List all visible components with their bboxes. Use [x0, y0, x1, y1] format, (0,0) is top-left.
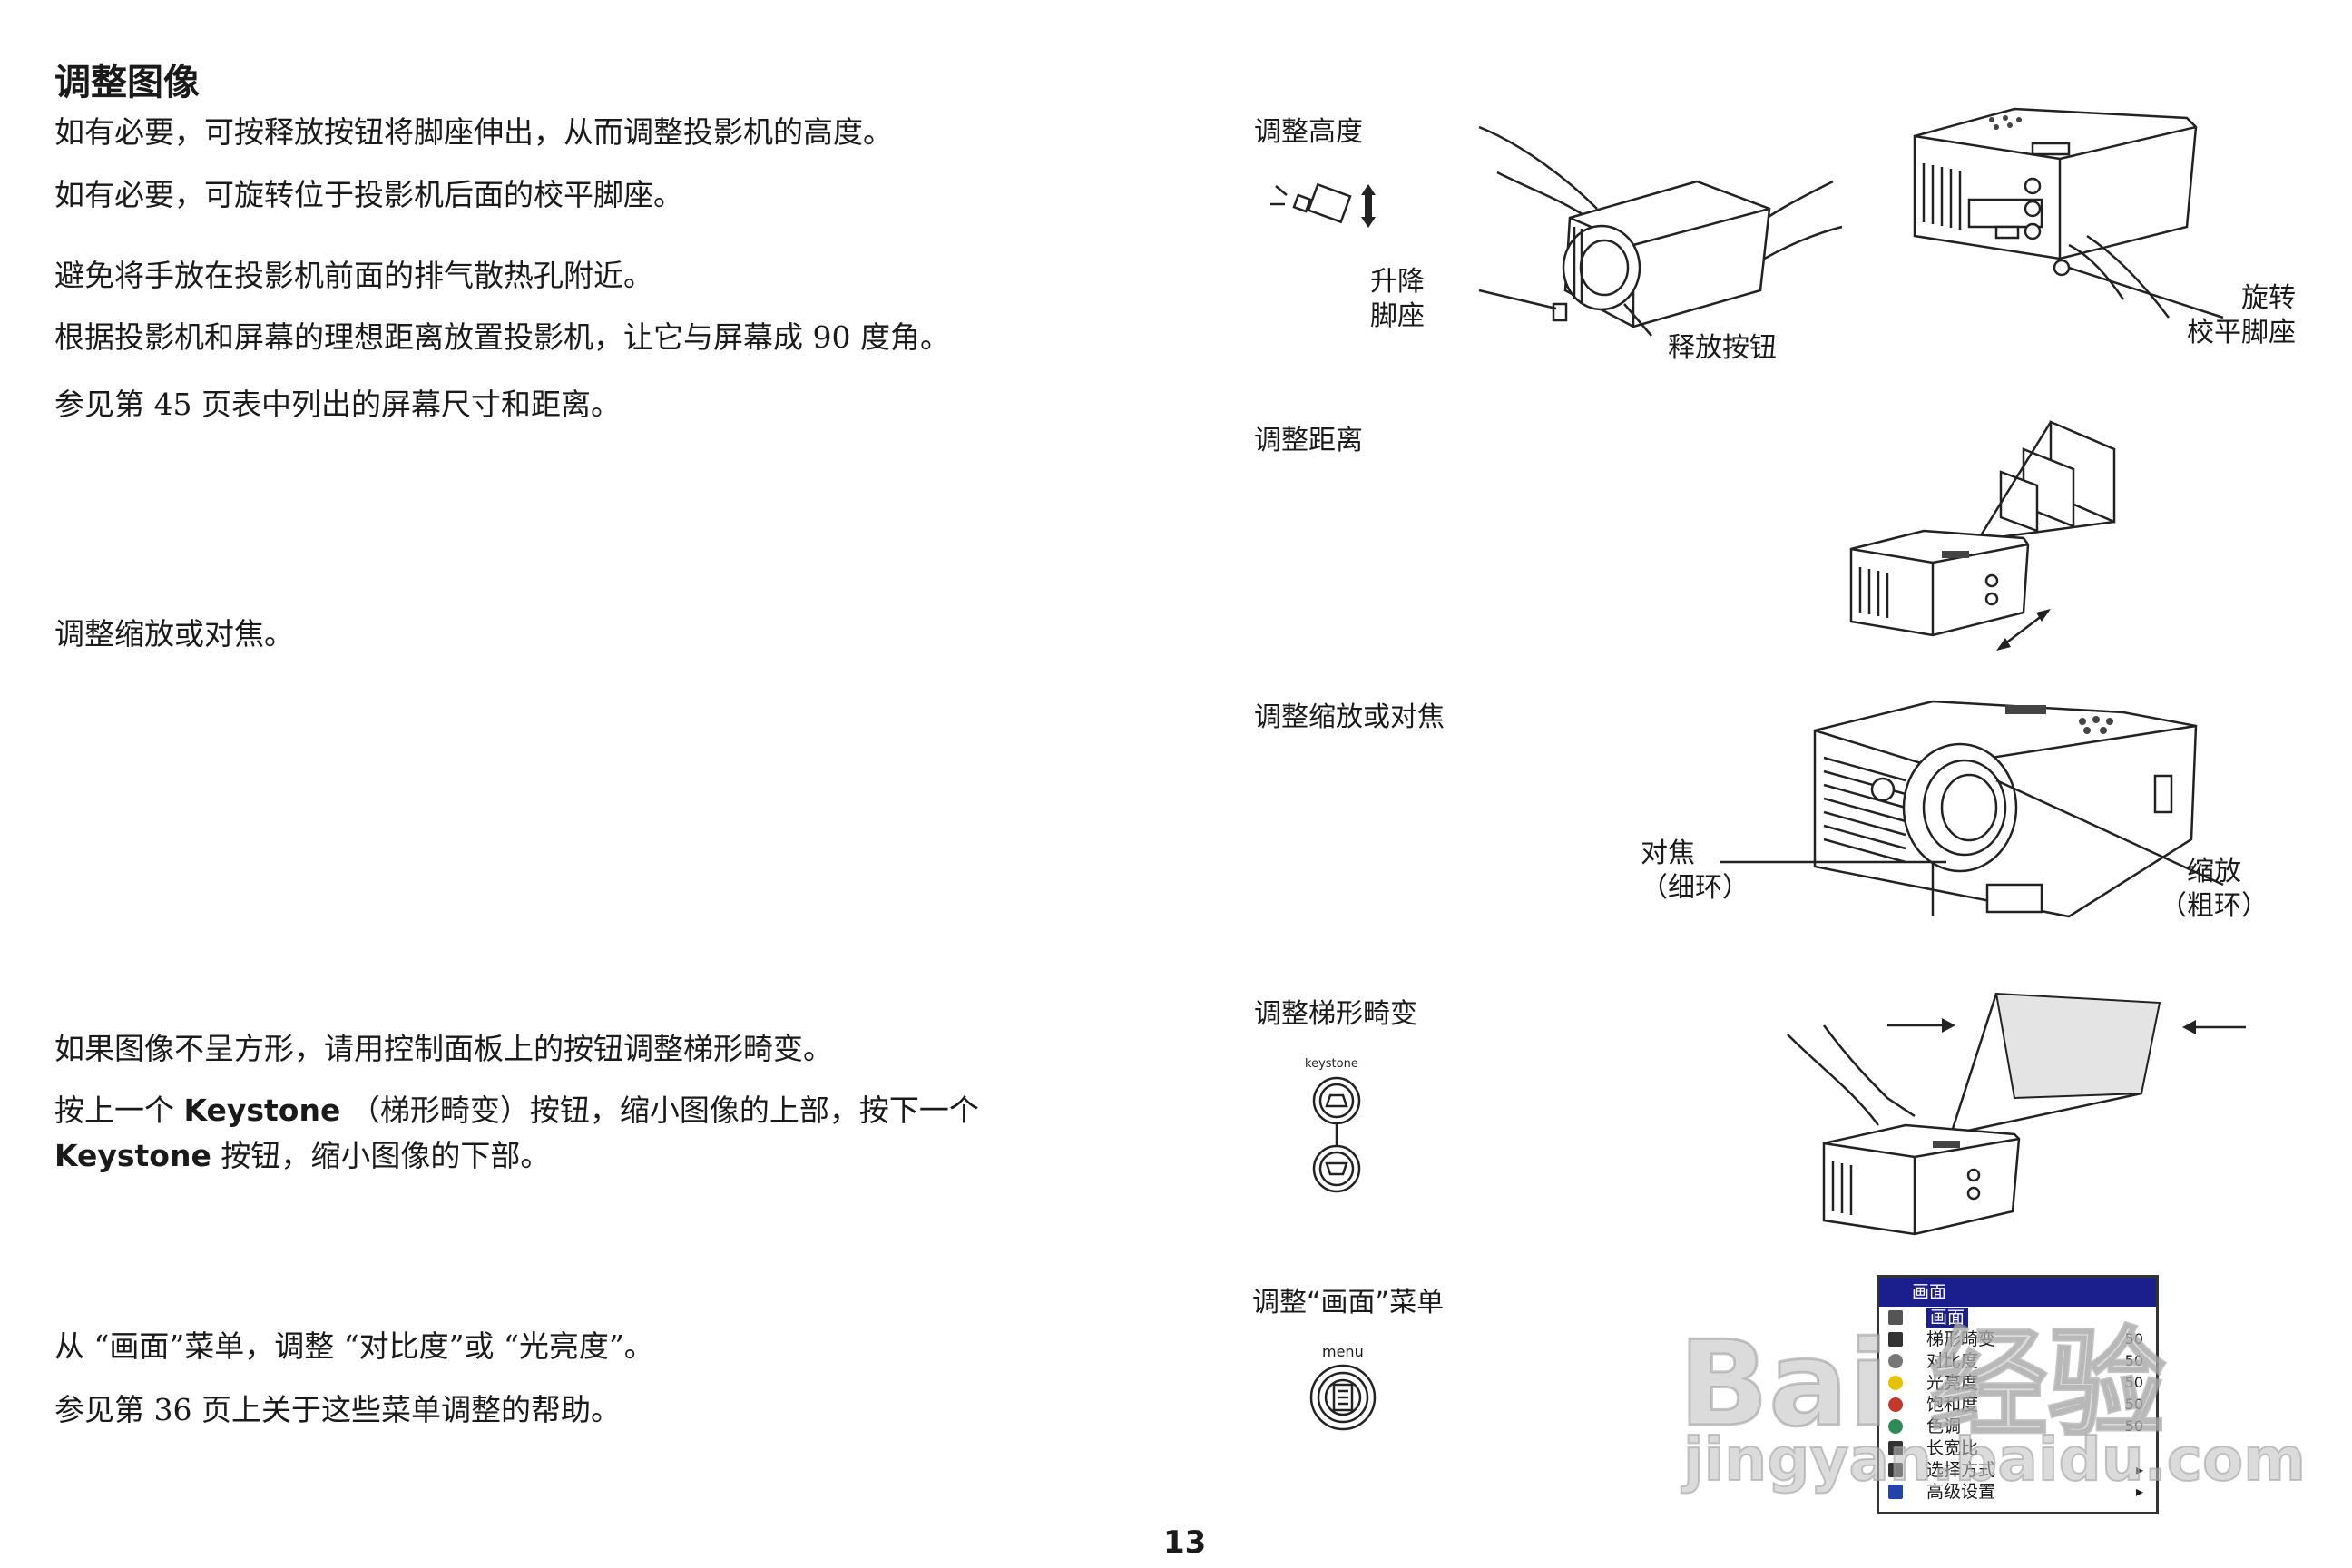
paragraph-release-button: 如有必要，可按释放按钮将脚座伸出，从而调整投影机的高度。	[54, 114, 893, 150]
osd-row-3[interactable]: 光亮度 50	[1879, 1372, 2156, 1394]
osd-row-6[interactable]: 长宽比	[1879, 1437, 2156, 1459]
paragraph-keystone-intro: 如果图像不呈方形，请用控制面板上的按钮调整梯形畸变。	[54, 1031, 833, 1066]
label-zoom-ring: 缩放（粗环）	[2160, 856, 2269, 922]
osd-row-value: ▸	[2135, 1461, 2143, 1478]
osd-row-value: 50	[2124, 1396, 2143, 1413]
osd-row-value: ▸	[2135, 1483, 2143, 1500]
menu-button-icon[interactable]	[1308, 1363, 1381, 1436]
brightness-icon	[1888, 1376, 1903, 1390]
elevator-icon	[1270, 182, 1376, 228]
osd-row-1[interactable]: 梯形畸变 50	[1879, 1328, 2156, 1350]
page-number: 13	[1163, 1524, 1207, 1561]
contrast-icon	[1888, 1354, 1903, 1368]
caption-adjust-distance: 调整距离	[1254, 425, 1363, 456]
osd-row-value: 50	[2124, 1352, 2143, 1369]
paragraph-see-page-36: 参见第 36 页上关于这些菜单调整的帮助。	[54, 1392, 621, 1427]
keystone-up-button[interactable]	[1307, 1075, 1367, 1126]
osd-row-7[interactable]: 选择方式 ▸	[1879, 1459, 2156, 1481]
projector-distance-illustration	[1849, 420, 2116, 651]
osd-row-label: 高级设置	[1926, 1482, 1996, 1502]
caption-adjust-zoom-focus: 调整缩放或对焦	[1254, 701, 1445, 733]
paragraph-keystone-line2: Keystone 按钮，缩小图像的下部。	[54, 1138, 551, 1173]
osd-row-2[interactable]: 对比度 50	[1879, 1350, 2156, 1372]
osd-row-label: 梯形畸变	[1926, 1329, 1996, 1349]
projector-rear-illustration	[1913, 107, 2224, 319]
keystone-buttons	[1312, 1076, 1361, 1193]
osd-row-label: 长宽比	[1926, 1438, 1979, 1458]
label-elevator-foot: 升降脚座	[1370, 266, 1425, 332]
osd-row-label: 画面	[1926, 1308, 1969, 1328]
keystone-icon	[1888, 1332, 1903, 1347]
label-focus-ring: 对焦（细环）	[1641, 838, 1749, 904]
back-arrow-icon	[1888, 1310, 1903, 1325]
osd-row-label: 饱和度	[1926, 1395, 1979, 1415]
projector-keystone-illustration	[1787, 992, 2246, 1236]
label-rotate-leveling-foot: 旋转校平脚座	[2187, 282, 2296, 348]
keystone-button-label: keystone	[1305, 1057, 1358, 1071]
paragraph-see-page-45: 参见第 45 页表中列出的屏幕尺寸和距离。	[54, 387, 621, 422]
page-title: 调整图像	[54, 62, 200, 103]
caption-adjust-height: 调整高度	[1254, 116, 1363, 148]
paragraph-avoid-vents: 避免将手放在投影机前面的排气散热孔附近。	[54, 258, 653, 293]
osd-row-value: 50	[2124, 1374, 2143, 1391]
paragraph-position-projector: 根据投影机和屏幕的理想距离放置投影机，让它与屏幕成 90 度角。	[54, 319, 950, 355]
advanced-icon	[1888, 1485, 1903, 1499]
paragraph-picture-menu: 从 “画面”菜单，调整 “对比度”或 “光亮度”。	[54, 1328, 654, 1364]
paragraph-leveling-foot: 如有必要，可旋转位于投影机后面的校平脚座。	[54, 177, 683, 212]
osd-row-value: 50	[2124, 1417, 2143, 1435]
osd-row-label: 色调	[1926, 1416, 1962, 1436]
aspect-ratio-icon	[1888, 1441, 1903, 1455]
focus-leader-line	[1720, 860, 1946, 864]
osd-header: 画面	[1879, 1278, 2156, 1307]
caption-adjust-keystone: 调整梯形畸变	[1254, 998, 1417, 1030]
projector-zoom-focus-illustration	[1813, 700, 2224, 918]
osd-row-4[interactable]: 饱和度 50	[1879, 1394, 2156, 1416]
projector-release-illustration	[1478, 125, 1843, 337]
label-release-button: 释放按钮	[1668, 332, 1777, 364]
menu-button-label: menu	[1322, 1343, 1364, 1360]
osd-row-0[interactable]: 画面	[1879, 1307, 2156, 1328]
paragraph-keystone-line1: 按上一个 Keystone （梯形畸变）按钮，缩小图像的上部，按下一个	[54, 1093, 979, 1128]
caption-adjust-picture-menu: 调整“画面”菜单	[1252, 1287, 1445, 1318]
osd-row-label: 选择方式	[1926, 1460, 1996, 1480]
osd-row-value: 50	[2124, 1330, 2143, 1348]
osd-row-5[interactable]: 色调 50	[1879, 1416, 2156, 1437]
osd-row-label: 对比度	[1926, 1351, 1979, 1371]
saturation-icon	[1888, 1397, 1903, 1412]
osd-row-8[interactable]: 高级设置 ▸	[1879, 1481, 2156, 1503]
paragraph-adjust-zoom-focus: 调整缩放或对焦。	[54, 616, 294, 652]
keystone-down-button[interactable]	[1307, 1143, 1367, 1194]
osd-row-label: 光亮度	[1926, 1373, 1979, 1393]
presets-icon	[1888, 1463, 1903, 1477]
tint-icon	[1888, 1419, 1903, 1434]
